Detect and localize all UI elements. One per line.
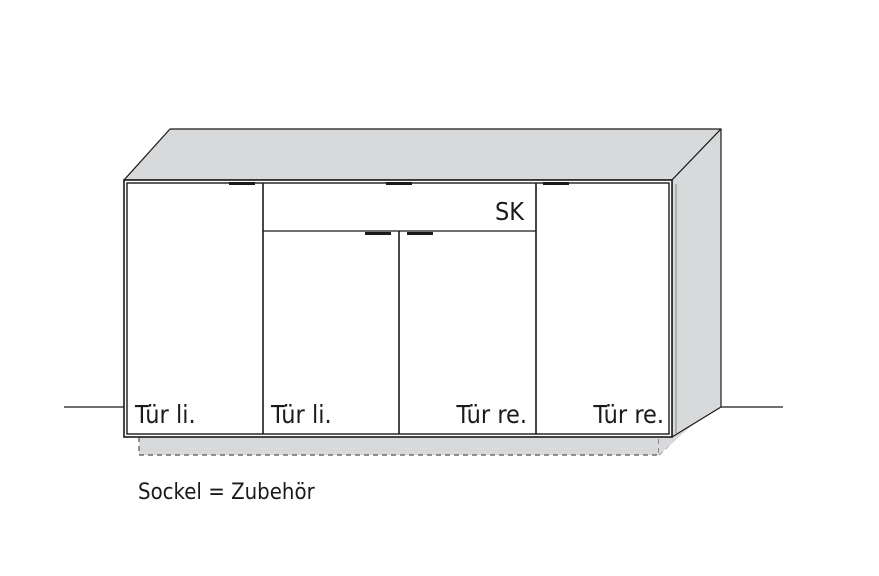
drawer-label: SK — [495, 197, 525, 226]
door-3-label: Tür re. — [455, 400, 527, 429]
door-1-label: Tür li. — [134, 400, 196, 429]
plinth — [138, 406, 710, 456]
handle-door-2 — [365, 232, 391, 235]
cabinet-front — [123, 179, 673, 438]
handle-drawer — [386, 182, 412, 185]
handle-door-1 — [229, 182, 255, 185]
door-2-label: Tür li. — [270, 400, 332, 429]
handle-door-4 — [543, 182, 569, 185]
cabinet-side-face — [671, 128, 722, 438]
handle-door-3 — [407, 232, 433, 235]
cabinet-top-face — [123, 128, 722, 181]
plinth-note: Sockel = Zubehör — [138, 480, 316, 505]
door-4-label: Tür re. — [592, 400, 664, 429]
